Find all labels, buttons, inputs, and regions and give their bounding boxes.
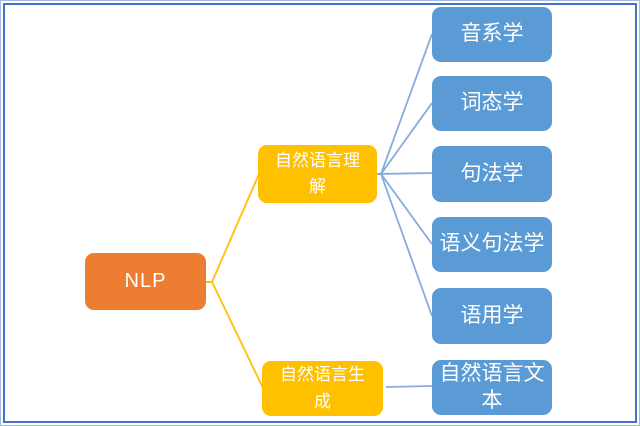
node-nlg-label: 自然语言生成	[280, 365, 365, 411]
node-nlp-label: NLP	[124, 270, 167, 292]
node-syntax: 句法学	[432, 146, 552, 202]
node-natural-language-generation: 自然语言生成	[262, 361, 383, 416]
node-phonology-label: 音系学	[460, 22, 524, 46]
connector-nlu-to-syntax	[376, 172, 433, 175]
node-semantic-syntax: 语义句法学	[432, 217, 552, 272]
node-pragmatics-label: 语用学	[460, 303, 524, 327]
connector-nlu-to-pragmatics	[377, 173, 433, 317]
connector-nlg-to-nl-text	[385, 385, 433, 388]
node-nlp: NLP	[85, 253, 206, 310]
connector-nlu-to-phonology	[377, 33, 433, 175]
connector-nlp-to-nlu	[205, 173, 260, 283]
node-natural-language-understanding: 自然语言理解	[258, 145, 377, 203]
node-morphology: 词态学	[432, 76, 552, 131]
node-pragmatics: 语用学	[432, 288, 552, 344]
node-syntax-label: 句法学	[460, 161, 524, 185]
connector-nlp-to-nlg	[205, 281, 264, 389]
node-morphology-label: 词态学	[460, 91, 524, 115]
node-natural-language-text-label: 自然语言文本	[439, 362, 545, 412]
node-natural-language-text: 自然语言文本	[432, 360, 552, 415]
node-phonology: 音系学	[432, 7, 552, 62]
node-nlu-label: 自然语言理解	[275, 150, 360, 196]
node-semantic-syntax-label: 语义句法学	[439, 232, 545, 256]
